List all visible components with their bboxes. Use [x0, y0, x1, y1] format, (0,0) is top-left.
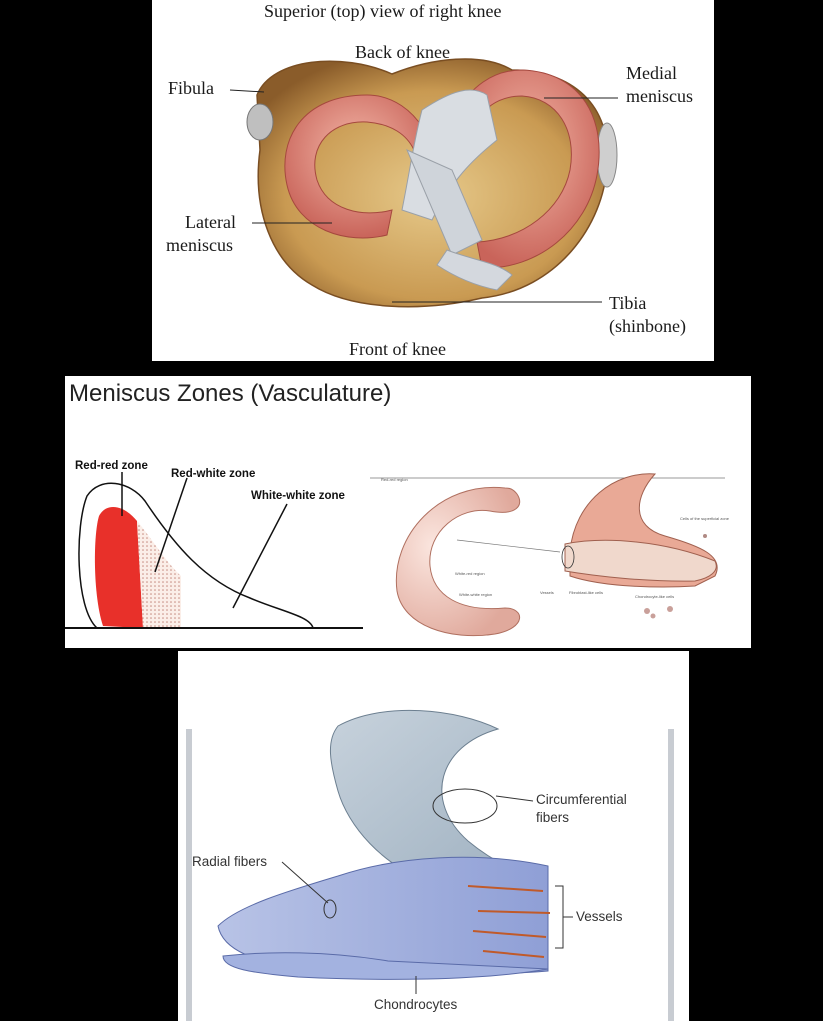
zones-title: Meniscus Zones (Vasculature) — [69, 380, 392, 407]
back-of-knee-label: Back of knee — [355, 42, 450, 62]
medial-meniscus-label-line2: meniscus — [626, 86, 693, 106]
white-white-zone-label: White-white zone — [251, 490, 345, 502]
vessels-label: Vessels — [576, 909, 623, 924]
chondrocytes-label: Chondrocytes — [374, 997, 458, 1012]
lateral-meniscus-label-line1: Lateral — [185, 212, 236, 232]
knee-illustration — [229, 58, 618, 308]
fiber-illustration — [217, 709, 573, 994]
fibroblast-label: Fibroblast-like cells — [569, 590, 604, 595]
white-white-region-label: White-white region — [459, 592, 493, 597]
fibula-label: Fibula — [168, 78, 215, 98]
view-title: Superior (top) view of right knee — [264, 1, 502, 21]
tibia-label-line2: (shinbone) — [609, 316, 686, 336]
red-white-zone-label: Red-white zone — [171, 468, 256, 480]
tibia-label-line1: Tibia — [609, 293, 647, 313]
lateral-meniscus-label-line2: meniscus — [166, 235, 233, 255]
circumferential-fibers-label-line1: Circumferential — [536, 792, 627, 807]
left-border — [186, 729, 192, 1021]
red-red-region-label: Red-red region — [381, 477, 408, 482]
right-border — [668, 729, 674, 1021]
radial-fibers-label: Radial fibers — [192, 854, 268, 869]
knee-superior-view-panel: Superior (top) view of right knee Back o… — [152, 0, 714, 361]
meniscus-fibers-panel: Circumferential fibers Radial fibers Ves… — [178, 651, 689, 1021]
chondrocyte-label: Chondrocyte-like cells — [635, 594, 675, 599]
meniscus-zones-panel: Meniscus Zones (Vasculature) — [65, 376, 751, 648]
red-red-zone-label: Red-red zone — [75, 460, 148, 472]
white-red-region-label: White-red region — [455, 571, 485, 576]
front-of-knee-label: Front of knee — [349, 339, 446, 359]
vessels-label-small: Vessels — [540, 590, 554, 595]
circumferential-fibers-label-line2: fibers — [536, 810, 570, 825]
superficial-zone-label: Cells of the superficial zone — [680, 516, 729, 521]
zones-illustration — [65, 472, 725, 637]
medial-meniscus-label-line1: Medial — [626, 63, 677, 83]
red-red-zone — [94, 506, 143, 628]
